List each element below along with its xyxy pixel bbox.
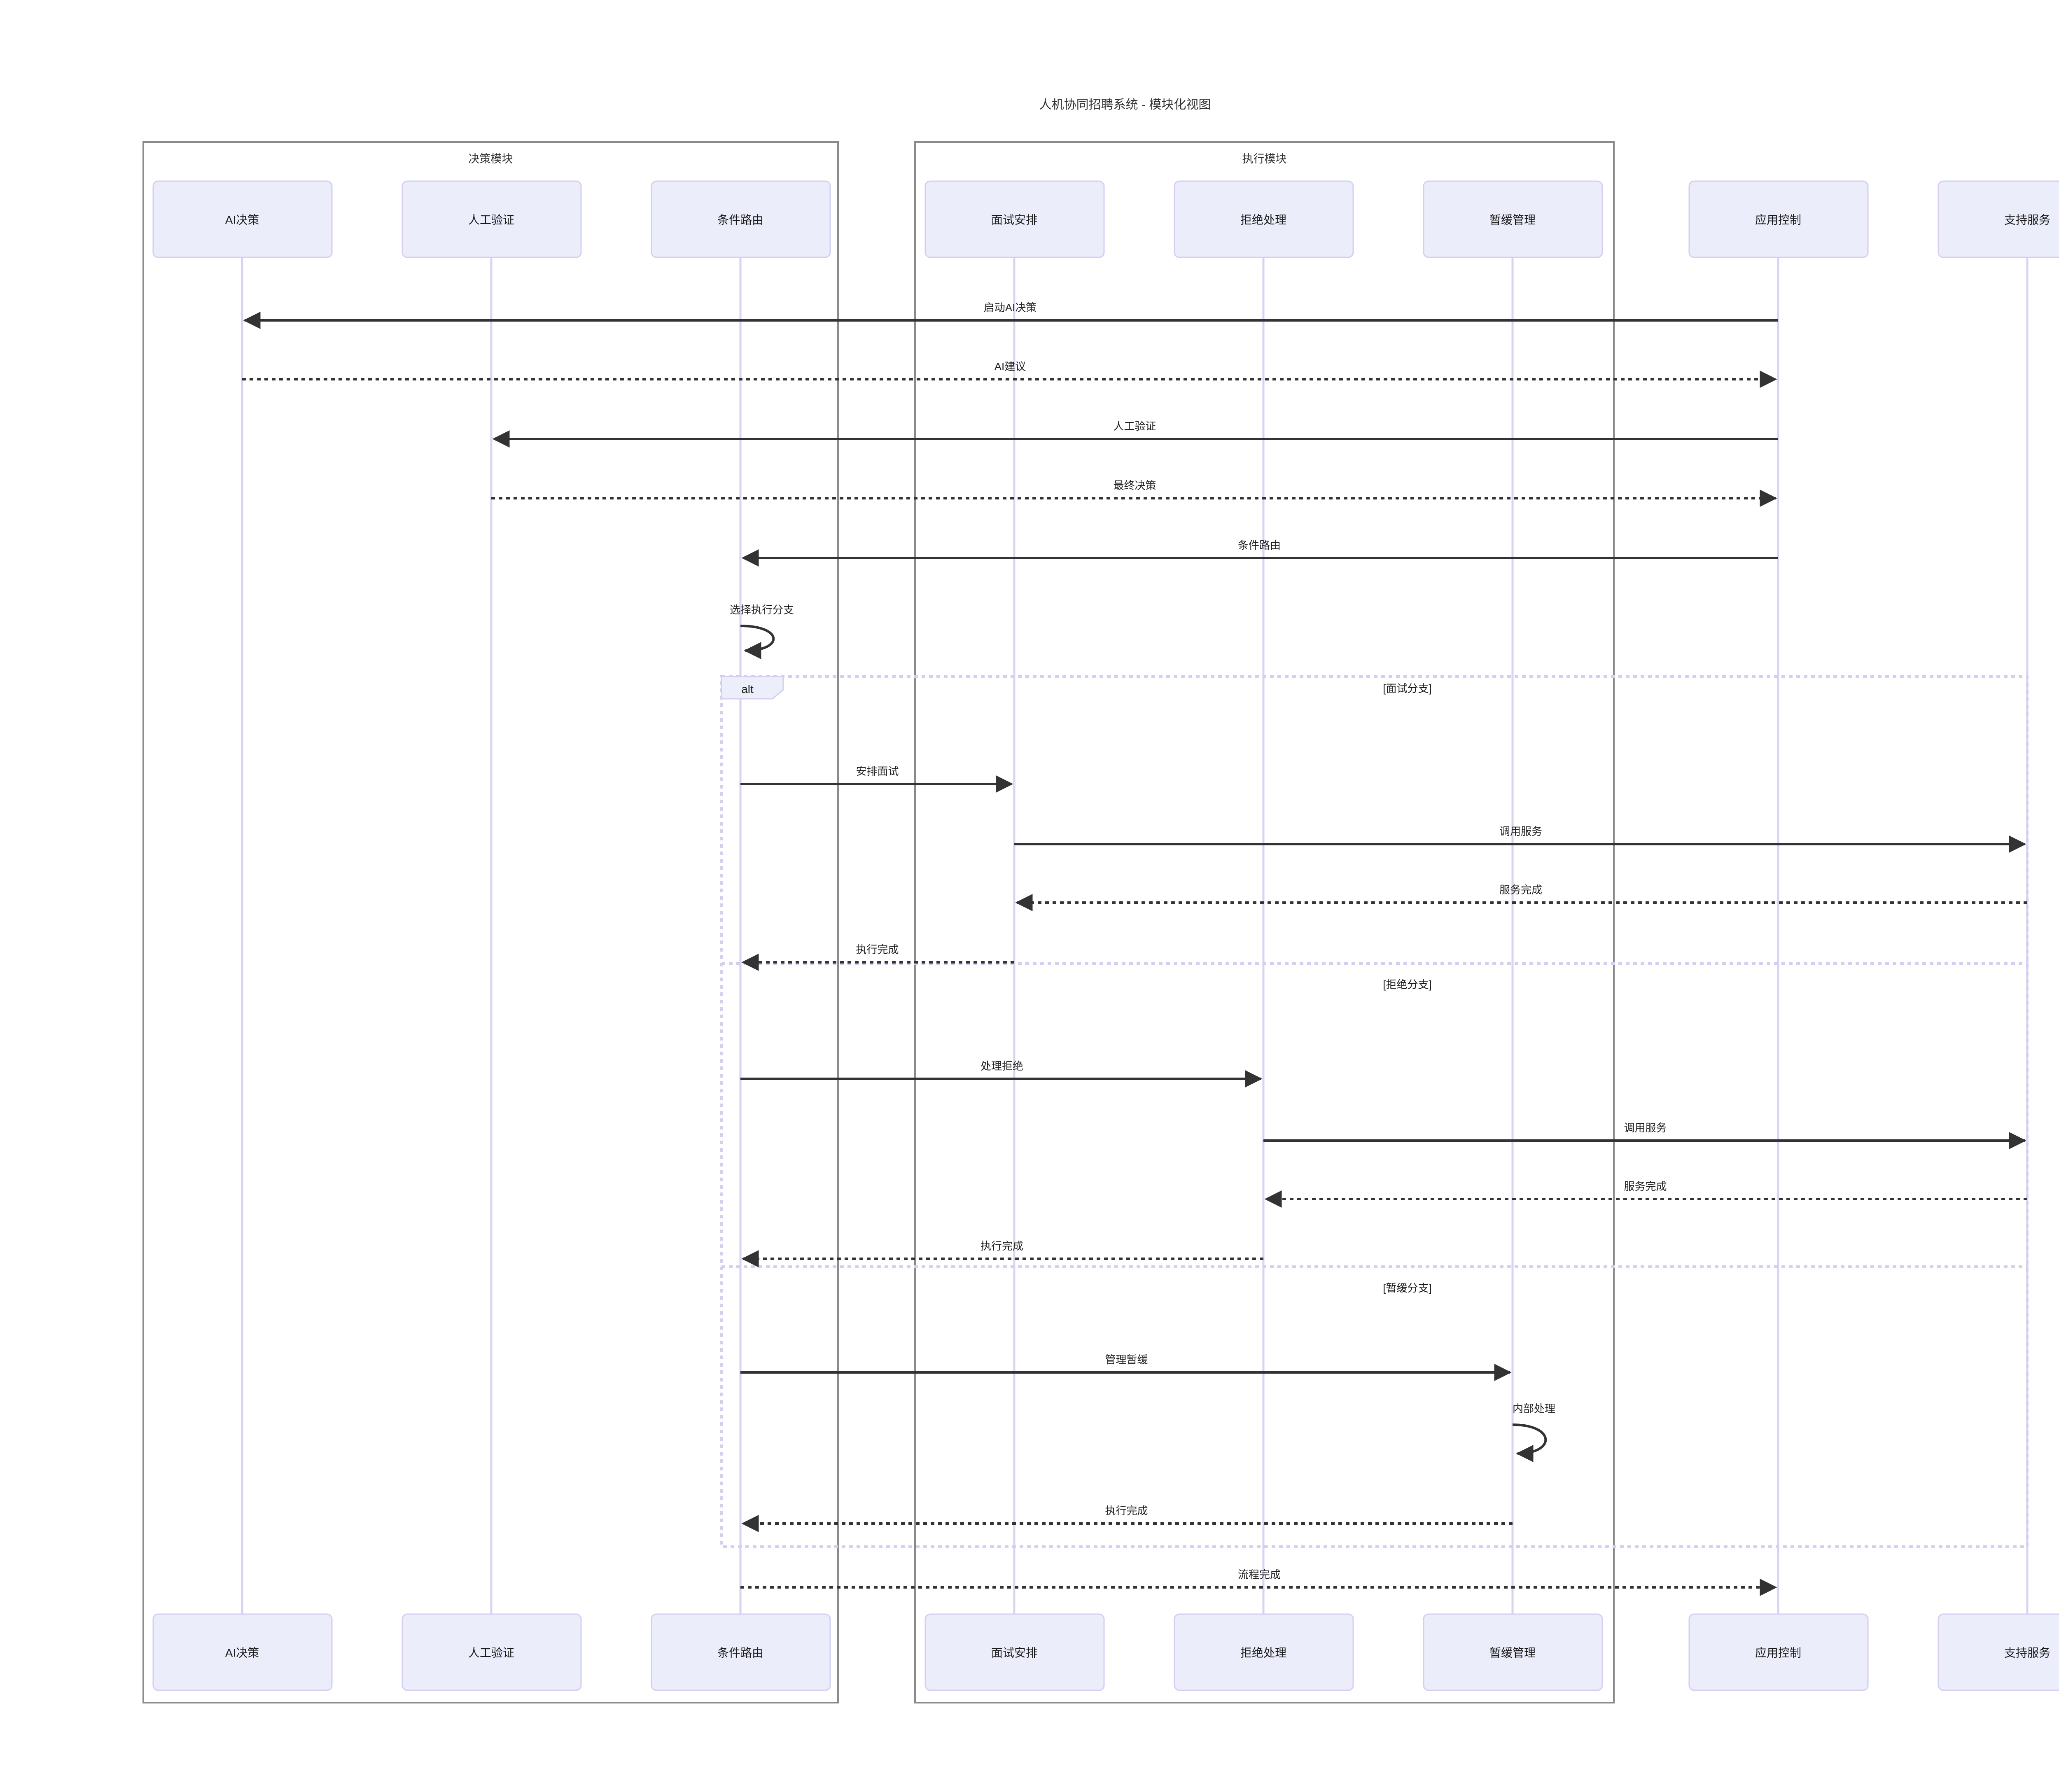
participant-box-router-bottom[interactable]: [651, 1613, 831, 1691]
participant-box-ai-bottom[interactable]: [152, 1613, 333, 1691]
message-label-3: 最终决策: [1113, 479, 1156, 492]
participant-box-reject-bottom[interactable]: [1174, 1613, 1354, 1691]
self-message-label-0: 选择执行分支: [730, 604, 794, 616]
participant-box-human-top[interactable]: [402, 180, 582, 258]
participant-box-interview-bottom[interactable]: [924, 1613, 1105, 1691]
participant-label-appctl-bottom: 应用控制: [1755, 1647, 1801, 1659]
participant-label-human-top: 人工验证: [468, 214, 514, 226]
participant-label-router-bottom: 条件路由: [717, 1647, 763, 1659]
alt-block-frame: [720, 675, 2029, 1548]
participant-box-reject-top[interactable]: [1174, 180, 1354, 258]
message-label-14: 执行完成: [1105, 1505, 1148, 1517]
messages: 启动AI决策AI建议人工验证最终决策条件路由安排面试调用服务服务完成执行完成处理…: [242, 301, 2027, 1596]
participant-label-support-top: 支持服务: [2004, 214, 2050, 226]
message-label-11: 服务完成: [1624, 1180, 1667, 1192]
message-label-7: 服务完成: [1499, 884, 1542, 896]
self-message-loop-0: [740, 625, 775, 659]
message-label-10: 调用服务: [1624, 1122, 1667, 1134]
message-label-2: 人工验证: [1113, 420, 1156, 432]
participant-box-ai-top[interactable]: [152, 180, 333, 258]
message-label-12: 执行完成: [980, 1240, 1023, 1252]
participant-label-ai-bottom: AI决策: [225, 1647, 259, 1659]
self-message-label-1: 内部处理: [1513, 1402, 1555, 1415]
participant-box-interview-top[interactable]: [924, 180, 1105, 258]
alt-condition-1: [拒绝分支]: [1383, 978, 1431, 991]
participant-label-support-bottom: 支持服务: [2004, 1647, 2050, 1659]
participant-box-support-bottom[interactable]: [1938, 1613, 2059, 1691]
participant-box-appctl-bottom[interactable]: [1688, 1613, 1869, 1691]
message-label-9: 处理拒绝: [980, 1060, 1023, 1072]
participant-boxes: AI决策AI决策人工验证人工验证条件路由条件路由面试安排面试安排拒绝处理拒绝处理…: [152, 180, 2059, 1691]
message-label-5: 安排面试: [856, 765, 899, 777]
module-group-label-1: 执行模块: [1242, 153, 1287, 165]
participant-box-defer-top[interactable]: [1423, 180, 1603, 258]
participant-label-reject-top: 拒绝处理: [1240, 214, 1286, 226]
participant-label-human-bottom: 人工验证: [468, 1647, 514, 1659]
participant-box-human-bottom[interactable]: [402, 1613, 582, 1691]
alt-tag-box: [721, 676, 784, 700]
message-label-0: 启动AI决策: [984, 301, 1037, 314]
participant-label-appctl-top: 应用控制: [1755, 214, 1801, 226]
participant-label-defer-top: 暂缓管理: [1489, 214, 1536, 226]
participant-box-defer-bottom[interactable]: [1423, 1613, 1603, 1691]
participant-label-reject-bottom: 拒绝处理: [1240, 1647, 1286, 1659]
participant-label-ai-top: AI决策: [225, 214, 259, 226]
alt-condition-0: [面试分支]: [1383, 682, 1431, 695]
message-label-13: 管理暂缓: [1105, 1353, 1148, 1366]
participant-label-router-top: 条件路由: [717, 214, 763, 226]
message-label-15: 流程完成: [1238, 1568, 1281, 1581]
participant-box-support-top[interactable]: [1938, 180, 2059, 258]
participant-label-defer-bottom: 暂缓管理: [1489, 1647, 1536, 1659]
alt-tag-label: alt: [741, 683, 754, 695]
message-label-1: AI建议: [994, 360, 1026, 373]
message-label-6: 调用服务: [1499, 825, 1542, 838]
module-group-label-0: 决策模块: [469, 153, 513, 165]
message-label-4: 条件路由: [1238, 539, 1281, 551]
participant-label-interview-top: 面试安排: [991, 214, 1037, 226]
module-groups: 决策模块 执行模块: [142, 141, 1615, 1703]
participant-box-router-top[interactable]: [651, 180, 831, 258]
self-message-loop-1: [1512, 1423, 1547, 1462]
participant-box-appctl-top[interactable]: [1688, 180, 1869, 258]
alt-condition-2: [暂缓分支]: [1383, 1282, 1431, 1294]
message-label-8: 执行完成: [856, 943, 899, 956]
page-title: 人机协同招聘系统 - 模块化视图: [1039, 98, 1211, 112]
participant-label-interview-bottom: 面试安排: [991, 1647, 1037, 1659]
